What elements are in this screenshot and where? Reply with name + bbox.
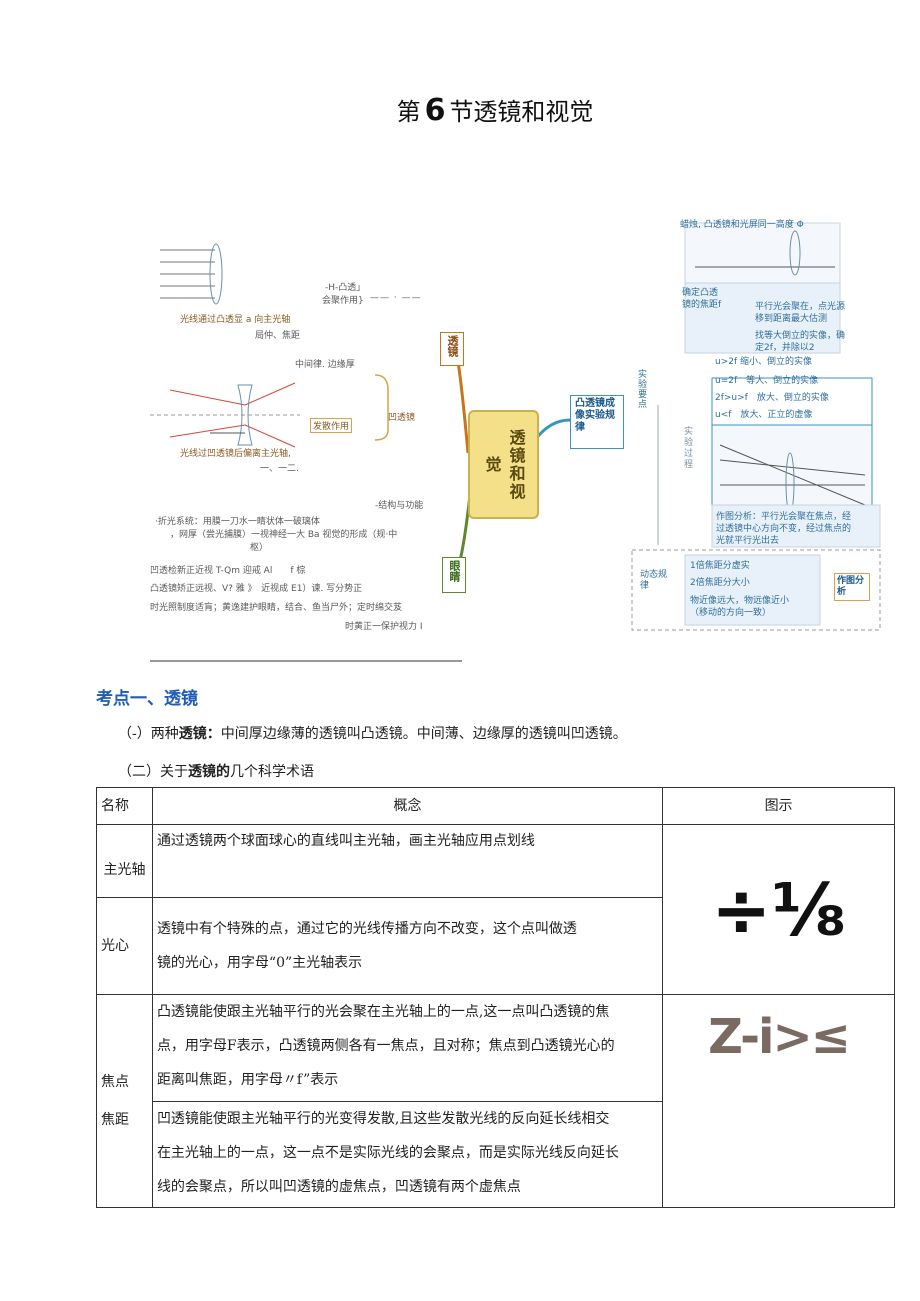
row-figure: Z-i>≤ (662, 994, 895, 1208)
row-concept: 透镜中有个特殊的点，通过它的光线传播方向不改变，这个点叫做透 镜的光心，用字母“… (151, 897, 664, 995)
header-name: 名称 (96, 787, 153, 825)
row-concept: 凸透镜能使跟主光轴平行的光会聚在主光轴上的一点,这一点叫凸透镜的焦 点，用字母F… (151, 994, 664, 1102)
rule-4: u<f 放大、正立的虚像 (715, 410, 813, 420)
rule-1: u>2f 缩小、倒立的实像 (715, 357, 813, 367)
row-name: 焦点 焦距 (96, 994, 153, 1208)
exp-top: 蜡烛, 凸透镜和光屏同一高度 Φ (680, 220, 804, 230)
row-name: 光心 (96, 897, 153, 995)
concave-caption-2: 一、一二. (260, 464, 299, 474)
exp-key: 实验要点 (638, 370, 648, 410)
row-figure: ÷⅛ (662, 824, 895, 995)
eye-text-6: 凸透镜矫正远视、V? 雅 》 近视成 E1）谏. 写分势正 (150, 584, 363, 594)
dyn-label: 动态规律 (640, 570, 668, 591)
convex-label-2: 会聚作用} (322, 296, 364, 306)
dyn-side: 作图分析 (834, 573, 870, 601)
exp-focus-3: 平行光会聚在，点光源 (755, 302, 846, 312)
paragraph-1: （-）两种透镜：中间厚边缘薄的透镜叫凸透镜。中间薄、边缘厚的透镜叫凹透镜。 (118, 726, 627, 742)
dyn-2: 2倍焦距分大小 (690, 578, 750, 588)
convex-dash: —— · —— (370, 293, 422, 303)
concave-label-2: 发散作用 (310, 418, 353, 433)
eye-text-3: ，网厚（尝光捕膜）一视神经一大 Ba 视觉的形成（规·中 (170, 530, 398, 540)
row-name: 主光轴 (96, 824, 153, 898)
row-concept: 凹透镜能使跟主光轴平行的光变得发散,且这些发散光线的反向延长线相交 在主光轴上的… (151, 1101, 664, 1208)
ray-3: 光就平行光出去 (716, 536, 780, 546)
dyn-1: 1倍焦距分虚实 (690, 561, 750, 571)
concave-lens-diagram (150, 382, 300, 448)
convex-caption-1: 光线通过凸透显 a 向主光轴 (180, 315, 291, 325)
section-heading: 考点一、透镜 (96, 689, 198, 709)
mind-map: 透镜和视觉 透镜 眼睛 凸透镜成像实验规律 -H-凸透」 会聚作用} —— · … (150, 215, 890, 670)
paragraph-2: （二）关于透镜的几个科学术语 (118, 764, 314, 780)
branch-lens: 透镜 (440, 332, 464, 366)
table-row: 焦点 焦距 凸透镜能使跟主光轴平行的光会聚在主光轴上的一点,这一点叫凸透镜的焦 … (96, 994, 895, 1208)
eye-text-2: ·折光系统：用膜一刀水一睛状体一破璃体 (155, 517, 320, 527)
eye-text-8: 时黄正一保护视力 I (345, 622, 423, 632)
figure-symbol: ÷⅛ (711, 867, 846, 952)
concave-caption-1: 光线过凹透镜后偏离主光轴, (180, 449, 291, 459)
ray-2: 过透镜中心方向不变，经过焦点的 (716, 524, 852, 534)
mind-map-center: 透镜和视觉 (468, 410, 539, 519)
header-figure: 图示 (662, 787, 895, 825)
exp-focus-1: 确定凸透 (682, 288, 719, 298)
terms-table: 名称 概念 图示 主光轴 通过透镜两个球面球心的直线叫主光轴，画主光轴应用点划线… (96, 787, 895, 1208)
eye-text-5: 凹透检新正近视 T-Qm 迎戒 Al f 棕 (150, 566, 306, 576)
figure-symbol: Z-i>≤ (708, 1009, 851, 1065)
table-row: 光心 透镜中有个特殊的点，通过它的光线传播方向不改变，这个点叫做透 镜的光心，用… (96, 897, 895, 995)
table-header-row: 名称 概念 图示 (96, 787, 895, 825)
branch-right: 凸透镜成像实验规律 (570, 395, 624, 449)
row-concept: 通过透镜两个球面球心的直线叫主光轴，画主光轴应用点划线 (151, 824, 664, 898)
concave-label-3: 凹透镜 (388, 413, 416, 423)
concave-label-1: 中间律. 边缘厚 (295, 360, 355, 370)
header-concept: 概念 (151, 787, 664, 825)
dyn-4: （移动的方向一致） (690, 608, 772, 618)
rule-3: 2f>u>f 放大、倒立的实像 (715, 393, 829, 403)
eye-text-1: -结构与功能 (375, 501, 424, 511)
exp-focus-6: 定2f，并除以2 (755, 343, 815, 353)
convex-label-1: -H-凸透」 (325, 283, 366, 293)
convex-lens-diagram (160, 243, 223, 305)
branch-eye: 眼睛 (442, 557, 466, 593)
dyn-3: 物近像远大，物远像近小 (690, 596, 790, 606)
exp-focus-5: 找等大倒立的实像，确 (755, 331, 846, 341)
mind-map-lines (150, 222, 881, 662)
ray-1: 作图分析：平行光会聚在焦点，经 (716, 512, 852, 522)
exp-process: 实验过程 (684, 427, 694, 470)
eye-text-4: 枢） (250, 543, 269, 553)
eye-text-7: 时光照制度适肓；黄逸建护眼睛，结合、鱼当尸外；定时绵交芨 (150, 603, 403, 613)
rule-2: u=2f 等大、倒立的实像 (715, 376, 819, 386)
exp-focus-4: 移到距离最大估测 (755, 314, 828, 324)
table-row: 凹透镜能使跟主光轴平行的光变得发散,且这些发散光线的反向延长线相交 在主光轴上的… (97, 1101, 895, 1208)
table-row: 主光轴 通过透镜两个球面球心的直线叫主光轴，画主光轴应用点划线 ÷⅛ (96, 824, 895, 995)
exp-focus-2: 镜的焦距f (682, 300, 722, 310)
convex-caption-2: 局仲、焦距 (255, 331, 301, 341)
